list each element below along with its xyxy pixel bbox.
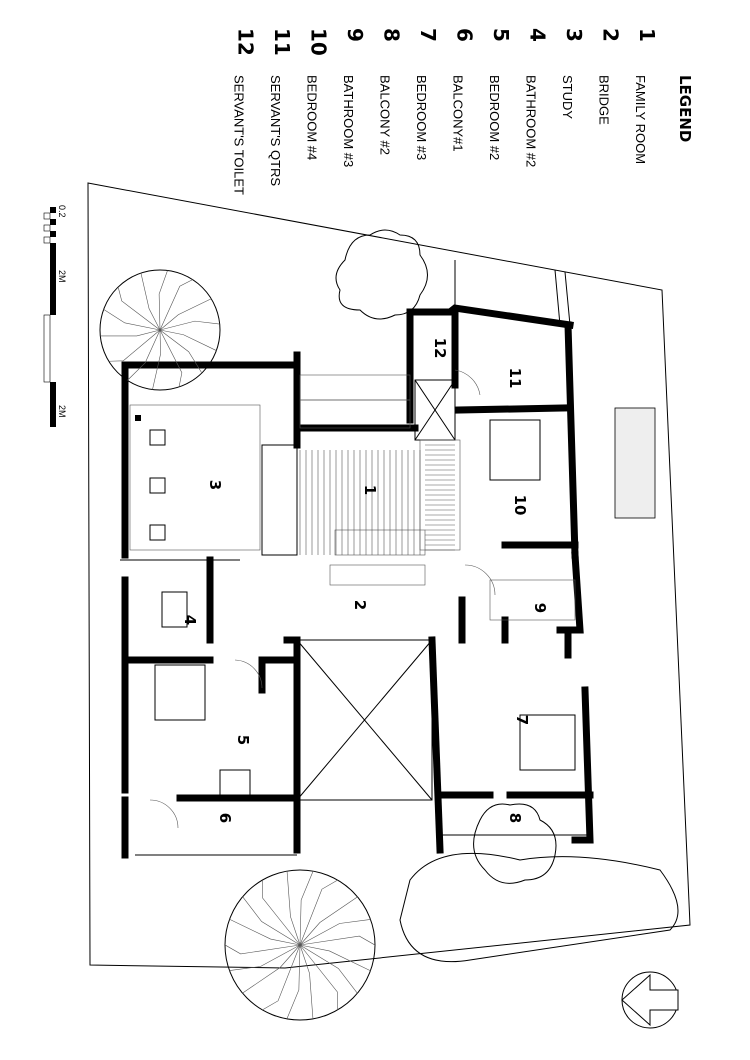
room-label-11: 11: [506, 368, 524, 389]
planter: [614, 407, 656, 519]
legend-number: 8: [380, 28, 404, 42]
scale-bar: 0.2 2M 2M: [43, 205, 67, 427]
site-boundary: [87, 182, 691, 969]
legend-number: 11: [270, 28, 294, 56]
tree-top-left: [99, 269, 221, 391]
room-label-8: 8: [506, 813, 524, 823]
legend-number: 3: [562, 28, 586, 42]
walls: [121, 304, 594, 859]
legend-number: 10: [307, 28, 331, 56]
legend-label: BATHROOM #2: [524, 75, 539, 167]
legend-label: BATHROOM #3: [341, 75, 356, 167]
legend-number: 5: [489, 28, 513, 42]
room-label-1: 1: [361, 485, 379, 495]
tree-bottom: [224, 869, 376, 1021]
scale-label-2m: 2M: [57, 270, 67, 283]
room-label-3: 3: [206, 480, 224, 490]
landscape-boulder: [399, 852, 679, 963]
scale-label-0-2: 0.2: [57, 205, 67, 218]
legend-number: 2: [599, 28, 623, 42]
room-label-10: 10: [511, 495, 529, 516]
legend-label: BALCONY#1: [451, 75, 466, 152]
legend-number: 7: [416, 28, 440, 42]
shrub: [335, 229, 428, 320]
legend-label: BEDROOM #2: [487, 75, 502, 160]
shrub-bottom: [473, 803, 557, 884]
legend-label: FAMILY ROOM: [633, 75, 648, 164]
legend-label: SERVANT'S QTRS: [268, 75, 283, 186]
legend-number: 12: [234, 28, 258, 56]
room-label-6: 6: [216, 813, 234, 823]
room-label-5: 5: [234, 735, 252, 745]
scale-label-2m-second: 2M: [57, 405, 67, 418]
legend-number: 9: [343, 28, 367, 42]
legend-number: 1: [635, 28, 659, 42]
interior-lines: [120, 260, 590, 856]
north-arrow-icon: [621, 971, 679, 1029]
legend-number: 6: [453, 28, 477, 42]
legend-label: BEDROOM #4: [305, 75, 320, 160]
room-label-12: 12: [431, 338, 449, 359]
legend-label: SERVANT'S TOILET: [232, 75, 247, 195]
legend-number: 4: [526, 28, 550, 42]
legend-label: BRIDGE: [597, 75, 612, 125]
legend-label: STUDY: [560, 75, 575, 119]
room-label-4: 4: [181, 615, 199, 625]
legend-title: LEGEND: [676, 75, 694, 142]
legend-label: BEDROOM #3: [414, 75, 429, 160]
legend-label: BALCONY #2: [378, 75, 393, 155]
room-label-7: 7: [513, 715, 531, 725]
room-label-2: 2: [351, 600, 369, 610]
room-label-9: 9: [531, 603, 549, 613]
